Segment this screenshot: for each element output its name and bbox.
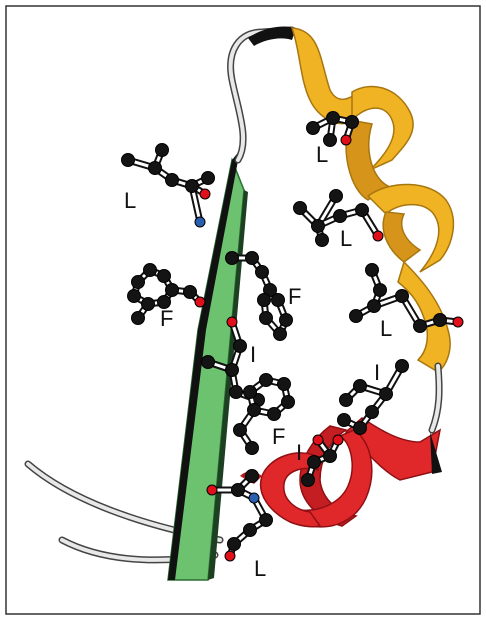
residue-label-I1: I	[250, 342, 256, 367]
carbon-atom	[414, 320, 427, 333]
carbon-atom	[338, 414, 351, 427]
residue-label-F1: F	[288, 284, 301, 309]
carbon-atom	[274, 328, 287, 341]
carbon-atom	[234, 340, 247, 353]
carbon-atom	[366, 264, 379, 277]
oxygen-atom	[313, 435, 323, 445]
carbon-atom	[368, 300, 381, 313]
carbon-atom	[268, 408, 281, 421]
nitrogen-atom	[249, 493, 259, 503]
carbon-atom	[334, 210, 347, 223]
oxygen-atom	[200, 189, 210, 199]
carbon-atom	[226, 252, 239, 265]
carbon-atom	[244, 386, 257, 399]
residue-label-F2: F	[160, 306, 173, 331]
carbon-atom	[260, 374, 273, 387]
oxygen-atom	[333, 435, 343, 445]
residue-label-F3: F	[272, 424, 285, 449]
residue-label-I2: I	[374, 360, 380, 385]
carbon-atom	[316, 234, 329, 247]
carbon-atom	[356, 204, 369, 217]
oxygen-atom	[341, 135, 351, 145]
carbon-atom	[230, 386, 243, 399]
carbon-atom	[354, 380, 367, 393]
carbon-atom	[248, 404, 261, 417]
oxygen-atom	[453, 317, 463, 327]
carbon-atom	[366, 406, 379, 419]
carbon-atom	[158, 270, 171, 283]
carbon-atom	[128, 290, 141, 303]
carbon-atom	[260, 514, 273, 527]
carbon-atom	[132, 276, 145, 289]
carbon-atom	[294, 202, 307, 215]
carbon-atom	[144, 264, 157, 277]
carbon-atom	[396, 360, 409, 373]
carbon-atom	[330, 190, 343, 203]
carbon-atom	[246, 442, 259, 455]
carbon-atom	[202, 172, 215, 185]
carbon-atom	[282, 396, 295, 409]
residue-label-I3: I	[296, 440, 302, 465]
carbon-atom	[232, 484, 245, 497]
carbon-atom	[302, 474, 315, 487]
carbon-atom	[346, 116, 359, 129]
residue-label-L1: L	[316, 142, 328, 167]
carbon-atom	[324, 450, 337, 463]
carbon-atom	[327, 112, 340, 125]
carbon-atom	[202, 356, 215, 369]
carbon-atom	[312, 220, 325, 233]
carbon-atom	[166, 174, 179, 187]
nitrogen-atom	[195, 217, 205, 227]
carbon-atom	[234, 424, 247, 437]
carbon-atom	[434, 314, 447, 327]
carbon-atom	[149, 162, 162, 175]
carbon-atom	[350, 310, 363, 323]
carbon-atom	[246, 470, 259, 483]
residue-label-L4: L	[380, 316, 392, 341]
carbon-atom	[272, 294, 285, 307]
oxygen-atom	[227, 317, 237, 327]
carbon-atom	[260, 312, 273, 325]
carbon-atom	[258, 294, 271, 307]
carbon-atom	[122, 154, 135, 167]
residue-label-L2: L	[124, 188, 136, 213]
carbon-atom	[278, 378, 291, 391]
oxygen-atom	[225, 551, 235, 561]
carbon-atom	[256, 266, 269, 279]
carbon-atom	[246, 252, 259, 265]
carbon-atom	[132, 312, 145, 325]
carbon-atom	[156, 144, 169, 157]
carbon-atom	[307, 122, 320, 135]
carbon-atom	[396, 290, 409, 303]
carbon-atom	[244, 524, 257, 537]
residue-label-L3: L	[340, 226, 352, 251]
oxygen-atom	[195, 297, 205, 307]
oxygen-atom	[373, 231, 383, 241]
carbon-atom	[186, 180, 199, 193]
carbon-atom	[354, 422, 367, 435]
carbon-atom	[374, 284, 387, 297]
carbon-atom	[226, 364, 239, 377]
carbon-atom	[380, 388, 393, 401]
oxygen-atom	[207, 485, 217, 495]
carbon-atom	[166, 284, 179, 297]
carbon-atom	[142, 298, 155, 311]
carbon-atom	[184, 286, 197, 299]
carbon-atom	[340, 394, 353, 407]
residue-label-L5: L	[254, 556, 266, 581]
carbon-atom	[228, 538, 241, 551]
carbon-atom	[308, 456, 321, 469]
carbon-atom	[280, 314, 293, 327]
